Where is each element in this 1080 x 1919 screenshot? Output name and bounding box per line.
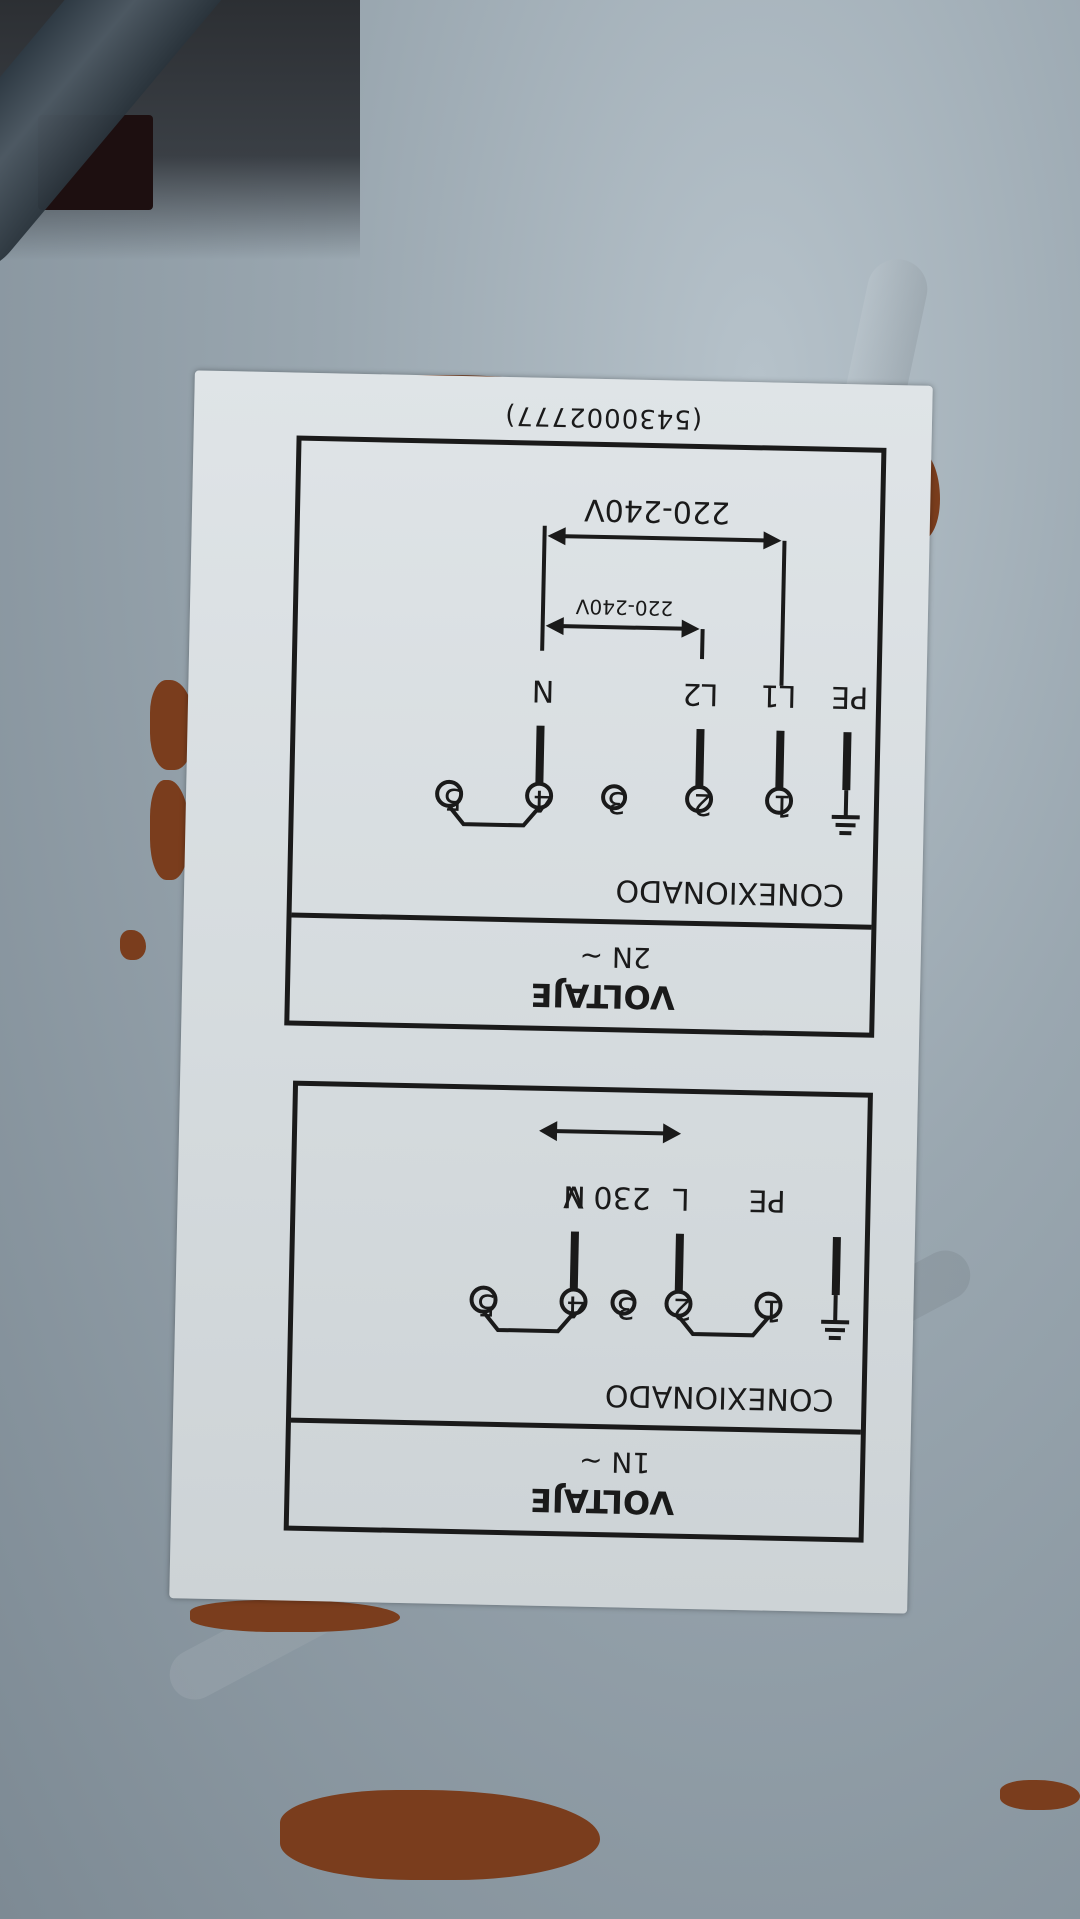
- wiring-diagram-1n: [469, 1121, 850, 1341]
- line-label-pe: PE: [748, 1182, 787, 1218]
- line-label-n: N: [562, 1178, 587, 1214]
- terminal-label-1: 1: [761, 1292, 782, 1328]
- span-arrow-small: [557, 624, 688, 631]
- terminal-label-3: 3: [606, 784, 627, 820]
- wiring-label-plate: VOLTAJE 1N ~ CONEXIONADO: [169, 370, 933, 1614]
- span-arrow-large: [559, 534, 770, 543]
- bridge-1-2: [676, 1314, 770, 1338]
- terminal-3: [610, 1289, 637, 1316]
- panel-2n: VOLTAJE 2N ~ CONEXIONADO: [284, 435, 887, 1038]
- wiring-diagram-2n: [435, 525, 860, 836]
- line-label-l1: L1: [760, 677, 797, 714]
- rust-spot: [280, 1790, 600, 1880]
- terminal-label-4: 4: [565, 1288, 586, 1324]
- terminal-label-2: 2: [692, 785, 713, 822]
- panel-1n: VOLTAJE 1N ~ CONEXIONADO: [283, 1080, 873, 1543]
- line-label-l: L: [672, 1180, 691, 1216]
- n-wire: [569, 1231, 579, 1290]
- terminal-label-4: 4: [532, 782, 553, 818]
- pe-wire: [831, 1236, 841, 1296]
- bridge-4-5: [481, 1310, 575, 1334]
- line-label-l2: L2: [682, 675, 719, 712]
- part-code: (5430002777): [504, 399, 703, 435]
- line-label-n: N: [531, 672, 555, 708]
- rust-spot: [1000, 1780, 1080, 1810]
- span-label-large: 220-240V: [583, 491, 731, 530]
- label-content-upside-down: VOLTAJE 1N ~ CONEXIONADO: [169, 370, 933, 1613]
- rust-spot: [190, 1600, 400, 1632]
- line-label-pe: PE: [830, 678, 869, 715]
- terminal-label-2: 2: [671, 1290, 692, 1327]
- terminal-label-3: 3: [615, 1289, 636, 1325]
- terminal-label-5: 5: [442, 780, 463, 817]
- l-wire: [674, 1233, 684, 1292]
- terminal-label-1: 1: [772, 787, 793, 824]
- rust-spot: [120, 930, 146, 960]
- span-arrow: [551, 1129, 670, 1136]
- rust-spot: [150, 780, 190, 880]
- span-label-small: 220-240V: [575, 594, 674, 621]
- terminal-label-5: 5: [475, 1286, 496, 1322]
